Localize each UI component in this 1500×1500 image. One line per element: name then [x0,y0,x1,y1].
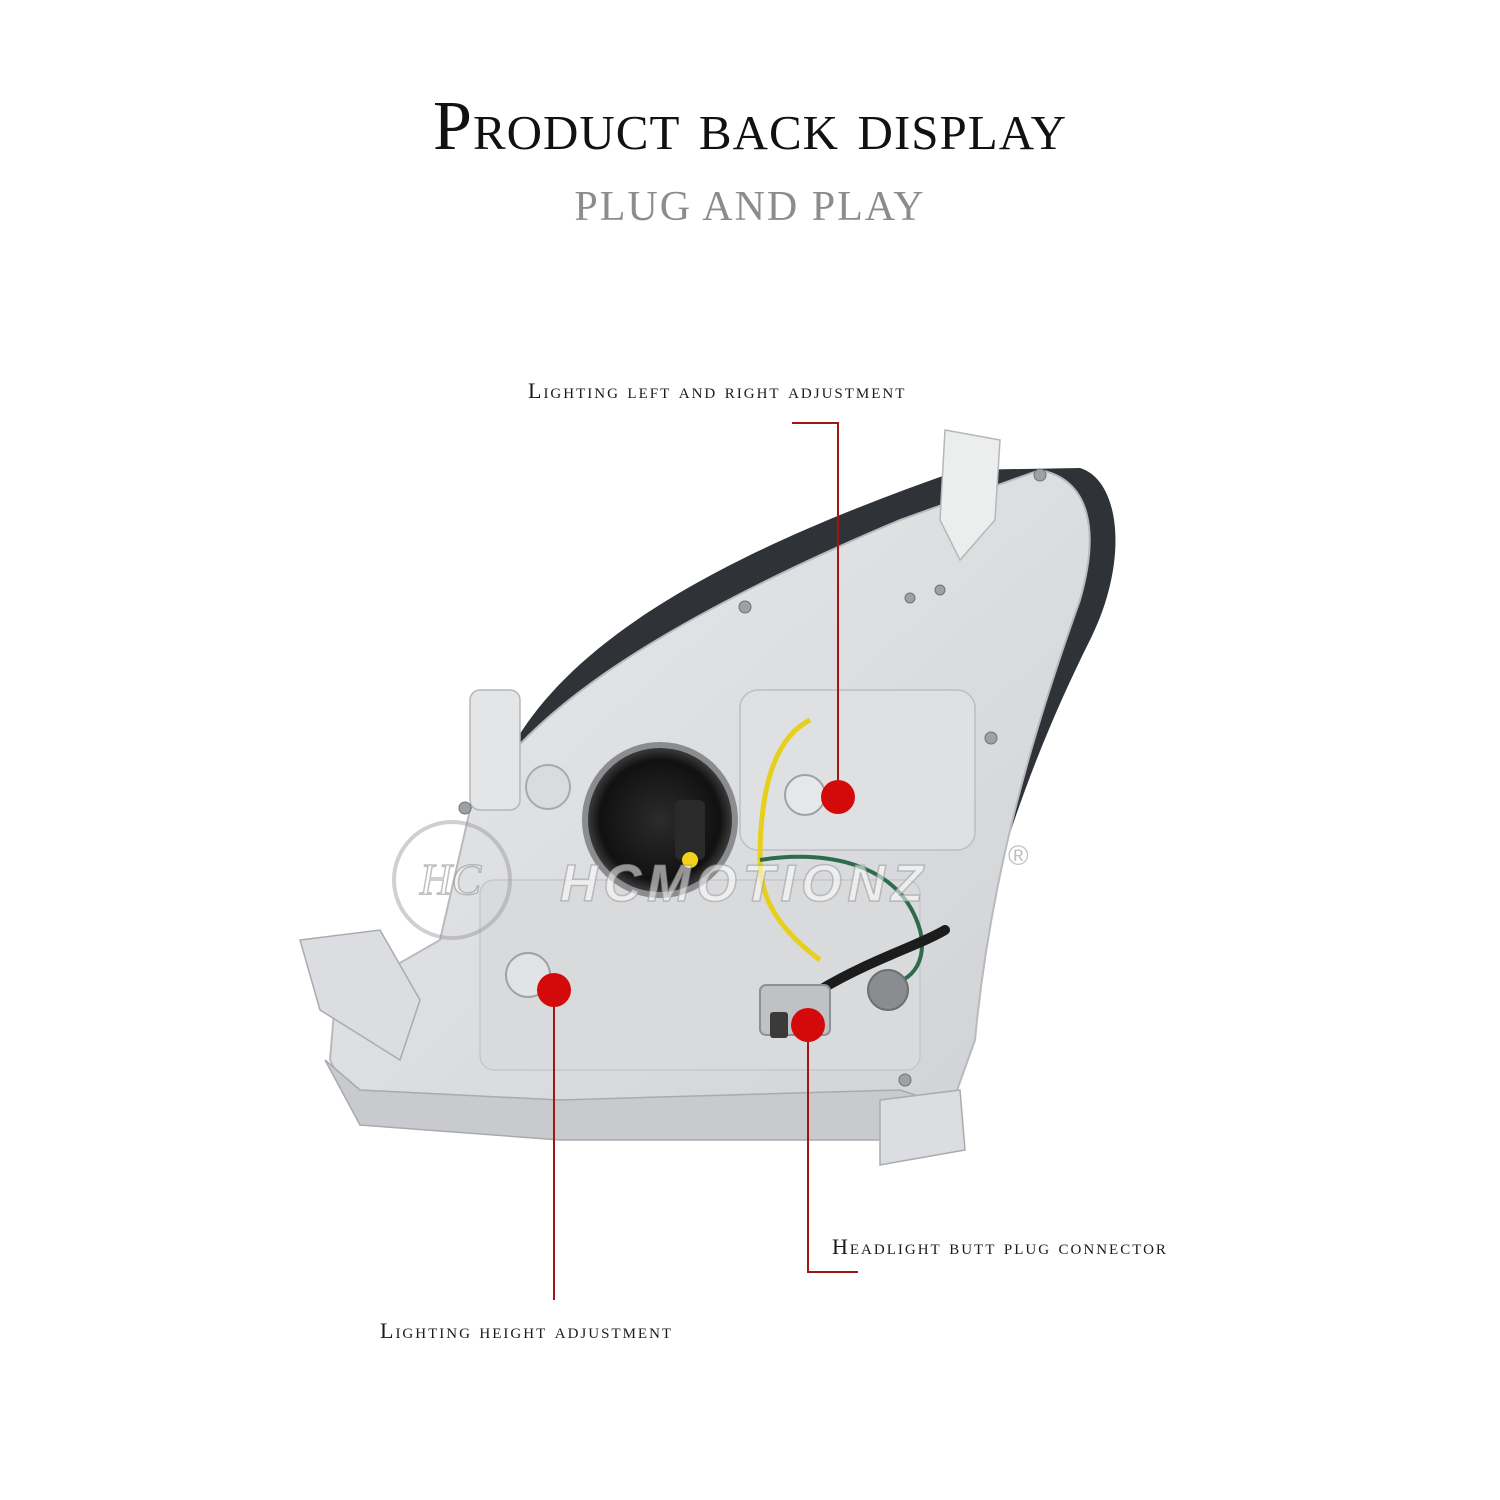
screw [458,801,472,815]
screw [898,1073,912,1087]
callout-line-plug [807,1025,858,1273]
screw [1033,468,1047,482]
watermark-logo: HCMOTIONZ [559,855,929,913]
left-post [469,689,521,811]
callout-line-left-right [792,422,839,797]
callout-label-height-adjustment: Lighting height adjustment [380,1318,674,1343]
screw [934,584,946,596]
callout-label-left-right-adjustment: Lighting left and right adjustment [528,378,907,403]
left-bracket [299,929,421,1062]
top-mount-tab [939,429,1001,562]
screw [984,731,998,745]
right-bracket [879,1089,966,1166]
screw [738,600,752,614]
watermark-registered-mark: ® [1008,840,1029,871]
black-cable [815,925,950,995]
turn-bulb-holder [784,774,826,816]
lower-right-holder [867,969,909,1011]
socket-connector [675,800,705,860]
callout-dot-left-right [821,780,855,814]
adjuster-cap [525,764,571,810]
watermark-monogram: HC [419,855,482,904]
page-title: Product back display [433,88,1067,165]
screw [904,592,916,604]
screws [458,468,1047,1087]
plug-connector-slot [770,1012,788,1038]
bulb-compartment [739,689,976,851]
page-subtitle: PLUG AND PLAY [574,184,926,230]
watermark-ring [392,820,512,940]
callout-dot-plug [791,1008,825,1042]
socket-connector-yellow [682,852,698,868]
callout-dot-height [537,973,571,1007]
callout-label-plug-connector: Headlight butt plug connector [832,1234,1168,1259]
